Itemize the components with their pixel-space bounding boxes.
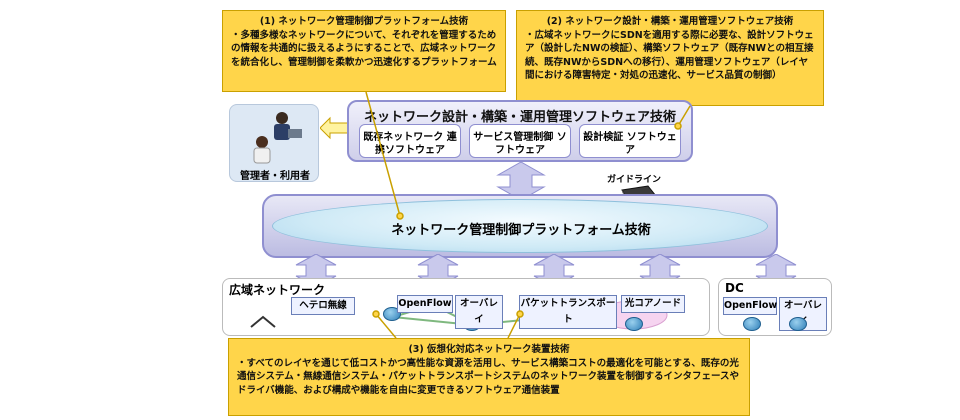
router-icon	[625, 317, 643, 331]
datacenter-box: DC OpenFlow オーバレイ	[718, 278, 832, 336]
dc-tag-openflow: OpenFlow	[723, 297, 777, 315]
admin-user-label: 管理者・利用者	[240, 171, 310, 182]
platform-label: ネットワーク管理制御プラットフォーム技術	[391, 223, 651, 238]
software-panel-title: ネットワーク設計・構築・運用管理ソフトウェア技術	[363, 110, 676, 125]
callout-body: ・すべてのレイヤを通じて低コストかつ高性能な資源を活用し、サービス構築コストの最…	[237, 357, 739, 396]
wan-tag-hetero-wireless: ヘテロ無線	[291, 297, 355, 315]
callout-device-tech: (3) 仮想化対応ネットワーク装置技術 ・すべてのレイヤを通じて低コストかつ高性…	[228, 338, 750, 416]
software-platform-double-arrow	[496, 162, 546, 200]
router-icon	[383, 307, 401, 321]
wan-tag-optical-core-node: 光コアノード	[621, 295, 685, 313]
service-management-software: サービス管理制御 ソフトウェア	[469, 124, 571, 158]
callout-title: (3) 仮想化対応ネットワーク装置技術	[408, 344, 570, 355]
router-icon	[789, 317, 807, 331]
design-verification-software: 設計検証 ソフトウェア	[579, 124, 681, 158]
callout-body: ・多種多様なネットワークについて、それぞれを管理するための情報を共通的に扱えるよ…	[231, 29, 497, 68]
admin-user-box: 管理者・利用者	[229, 104, 319, 182]
wan-tag-openflow: OpenFlow	[397, 295, 453, 313]
software-tech-panel: ネットワーク設計・構築・運用管理ソフトウェア技術 既存ネットワーク 連携ソフトウ…	[347, 100, 693, 162]
platform-ellipse: ネットワーク管理制御プラットフォーム技術	[272, 199, 768, 253]
wan-tag-packet-transport: パケットトランスポート	[519, 295, 617, 329]
callout-body: ・広域ネットワークにSDNを適用する際に必要な、設計ソフトウェア（設計したNWの…	[525, 29, 814, 82]
dc-title: DC	[725, 281, 744, 295]
wan-title: 広域ネットワーク	[229, 283, 326, 297]
callout-platform-tech: (1) ネットワーク管理制御プラットフォーム技術 ・多種多様なネットワークについ…	[222, 10, 506, 92]
callout-software-tech: (2) ネットワーク設計・構築・運用管理ソフトウェア技術 ・広域ネットワークにS…	[516, 10, 824, 106]
wan-tag-overlay: オーバレイ	[455, 295, 503, 329]
wide-area-network-box: 広域ネットワーク ヘテロ無線 OpenFlow オーバレイ パケットトランスポー…	[222, 278, 710, 336]
admin-user-icon	[253, 112, 302, 164]
router-icon	[743, 317, 761, 331]
callout-title: (1) ネットワーク管理制御プラットフォーム技術	[259, 16, 469, 27]
callout-title: (2) ネットワーク設計・構築・運用管理ソフトウェア技術	[546, 16, 794, 27]
platform-panel: ネットワーク管理制御プラットフォーム技術	[262, 194, 778, 258]
guideline-label: ガイドライン	[606, 175, 661, 185]
